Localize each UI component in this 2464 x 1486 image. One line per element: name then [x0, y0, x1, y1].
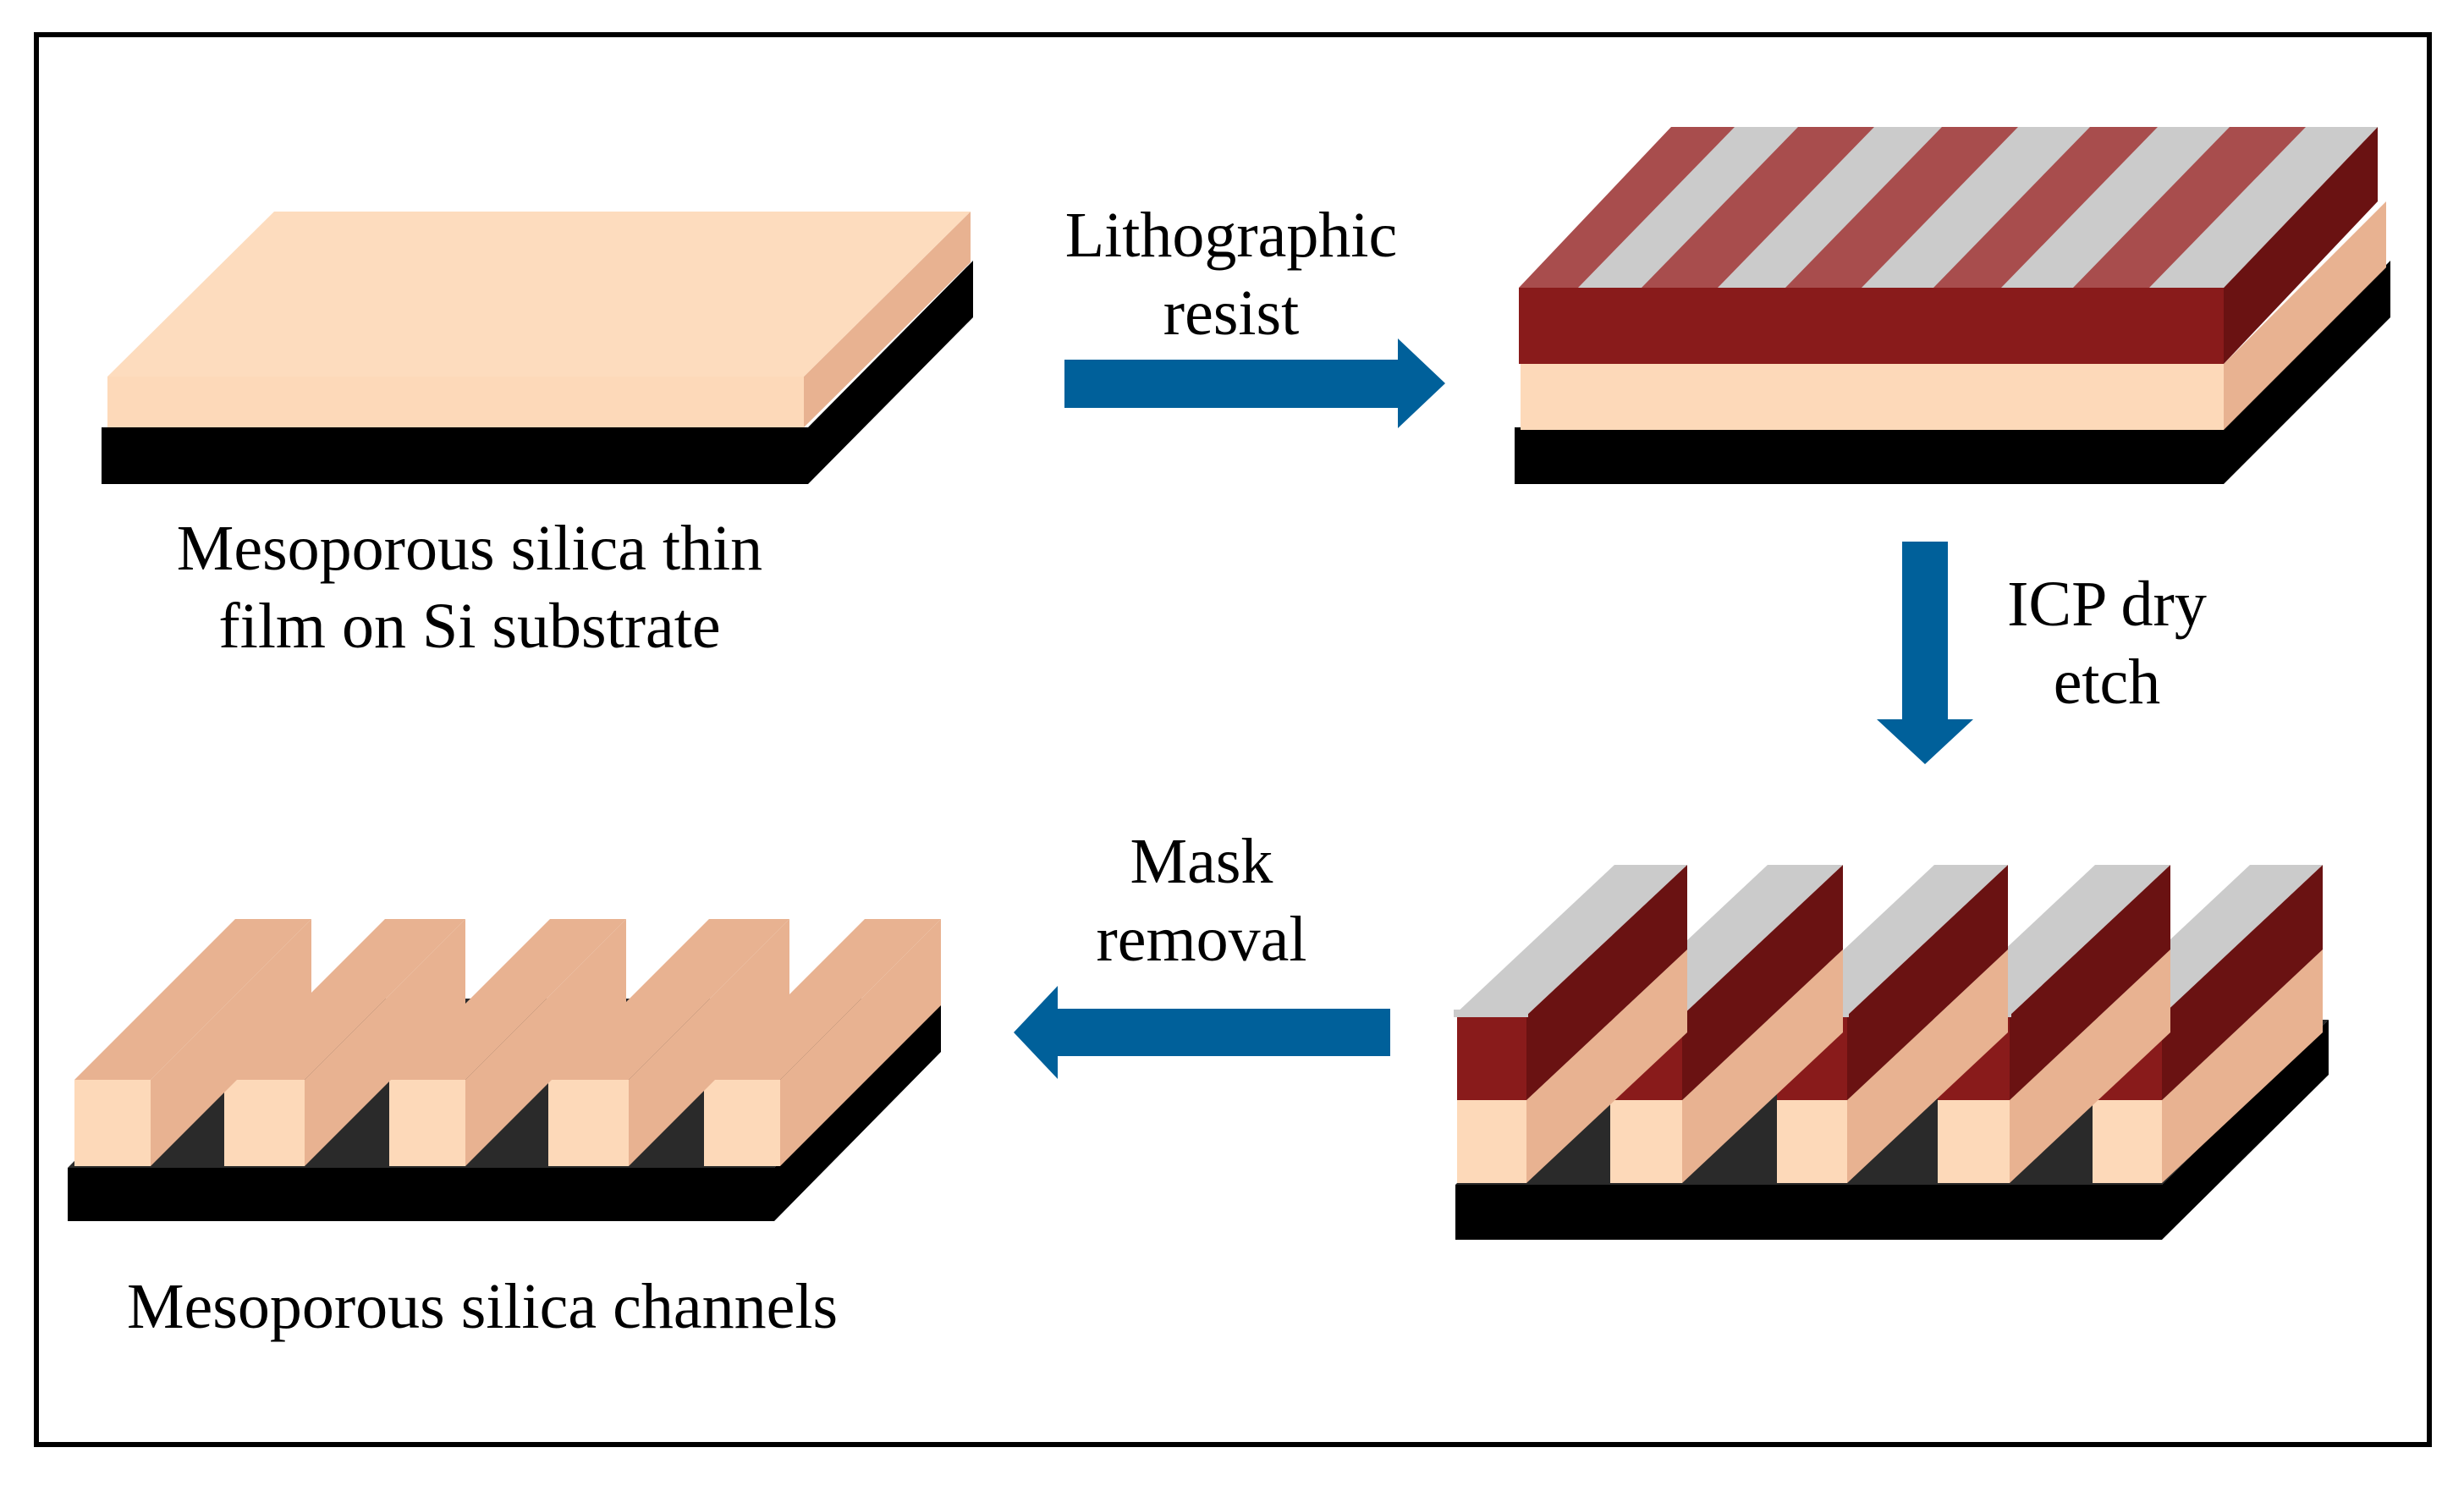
resist-ridge-side	[2010, 865, 2170, 1100]
silica-ridge-side	[1847, 949, 2008, 1183]
substrate-front	[1455, 1185, 2162, 1240]
silica-ridge-front	[1610, 1100, 1682, 1183]
silica-layer-side	[2224, 201, 2386, 430]
substrate-side	[2162, 1020, 2329, 1240]
silica-channel-top	[224, 919, 465, 1080]
silica-channel-side	[305, 919, 465, 1166]
mask-stripe	[1718, 127, 1942, 288]
thin-film-label: Mesoporous silica thin film on Si substr…	[118, 509, 821, 665]
silica-film-side	[804, 212, 971, 427]
silica-film-front	[107, 377, 804, 427]
silica-channel-front	[548, 1080, 629, 1166]
substrate-front	[1515, 427, 2224, 484]
etched-block	[1454, 865, 2329, 1240]
mask-stripe	[1578, 127, 1798, 288]
silica-ridge-side	[1526, 949, 1687, 1183]
resist-block	[1515, 127, 2390, 484]
silica-ridge-side	[2162, 949, 2323, 1183]
silica-channel-top	[74, 919, 311, 1080]
lithographic-resist-label: Lithographic resist	[1053, 196, 1409, 352]
mask-removal-line2: removal	[1096, 904, 1307, 975]
silica-ridge-side	[1682, 949, 1843, 1183]
icp-dry-etch-line2: etch	[2053, 647, 2161, 718]
lithographic-resist-line2: resist	[1163, 278, 1300, 349]
substrate-front	[102, 427, 808, 484]
silica-layer-front	[1521, 364, 2224, 430]
mask-stripe	[2149, 127, 2378, 288]
etched-ridges	[1454, 865, 2323, 1183]
silica-ridge-front	[2093, 1100, 2162, 1183]
silica-channel-front	[389, 1080, 465, 1166]
substrate-front	[68, 1168, 774, 1221]
substrate-side	[808, 261, 973, 484]
channels-block	[68, 919, 941, 1221]
silica-channel-top	[704, 919, 941, 1080]
silica-ridge-side	[2010, 949, 2170, 1183]
mask-cap	[1454, 865, 1687, 1015]
channel-ridges	[74, 919, 941, 1166]
down-arrow-icon	[1877, 542, 1973, 764]
thin-film-label-line1: Mesoporous silica thin	[176, 513, 763, 584]
silica-channel-side	[780, 919, 941, 1166]
silica-channel-front	[74, 1080, 151, 1166]
resist-ridge-side	[1847, 865, 2008, 1100]
channels-label: Mesoporous silica channels	[126, 1271, 839, 1342]
mask-stripe	[1862, 127, 2090, 288]
silica-channel-top	[548, 919, 789, 1080]
silica-channel-side	[629, 919, 789, 1166]
substrate-side	[774, 999, 941, 1221]
resist-layer-front	[1519, 288, 2224, 364]
silica-film-top	[107, 212, 971, 377]
resist-ridge-side	[2162, 865, 2323, 1100]
right-arrow-icon	[1064, 338, 1445, 428]
lithographic-resist-line1: Lithographic	[1064, 200, 1398, 271]
resist-ridge-side	[1526, 865, 1687, 1100]
mask-stripe	[2001, 127, 2230, 288]
thin-film-label-line2: film on Si substrate	[218, 591, 721, 662]
resist-layer-side	[2224, 127, 2378, 364]
left-arrow-icon	[1014, 986, 1390, 1079]
silica-ridge-front	[1457, 1100, 1526, 1183]
icp-dry-etch-line1: ICP dry	[2007, 569, 2207, 640]
silica-channel-side	[151, 919, 311, 1166]
silica-channel-top	[389, 919, 626, 1080]
mask-removal-line1: Mask	[1130, 826, 1273, 897]
mask-removal-label: Mask removal	[1066, 823, 1337, 978]
substrate-side	[2224, 261, 2390, 484]
silica-channel-front	[704, 1080, 780, 1166]
silica-channel-side	[465, 919, 626, 1166]
thin-film-block	[102, 212, 973, 484]
mask-cap-edge	[1454, 1010, 1528, 1017]
resist-ridge-front	[1457, 1015, 1526, 1100]
silica-ridge-front	[1777, 1100, 1847, 1183]
silica-channel-front	[224, 1080, 305, 1166]
silica-ridge-front	[1938, 1100, 2010, 1183]
resist-ridge-side	[1682, 865, 1843, 1100]
icp-dry-etch-label: ICP dry etch	[1980, 565, 2234, 721]
